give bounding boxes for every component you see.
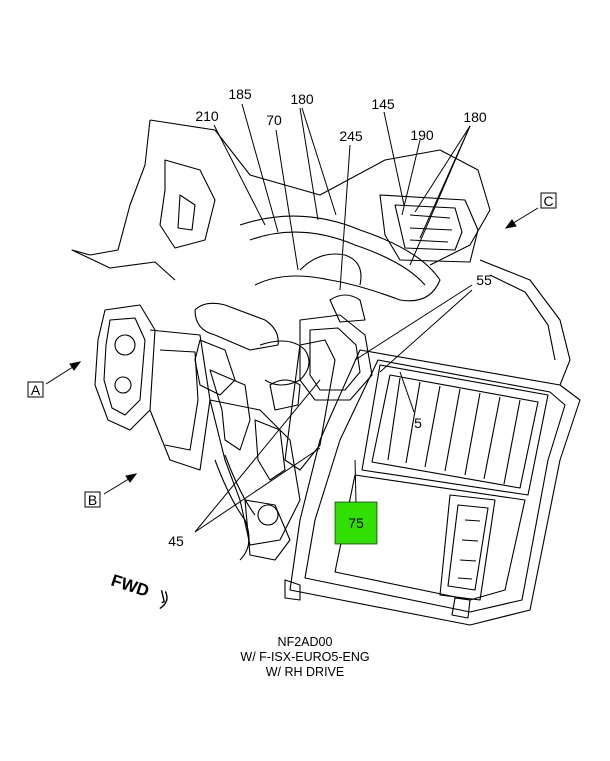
callout-210: 210 bbox=[195, 108, 219, 124]
callout-190: 190 bbox=[410, 127, 434, 143]
fwd-arrow-icon bbox=[159, 590, 168, 610]
highlight-box-75[interactable] bbox=[334, 501, 378, 545]
leader-180b-1 bbox=[414, 125, 471, 213]
view-label-c-box bbox=[540, 192, 557, 209]
callout-70: 70 bbox=[266, 112, 282, 128]
callout-75[interactable]: 75 bbox=[348, 515, 364, 531]
fwd-direction-label: FWD bbox=[109, 571, 152, 601]
callout-180-top: 180 bbox=[290, 91, 314, 107]
diagram-caption: NF2AD00 W/ F-ISX-EURO5-ENG W/ RH DRIVE bbox=[0, 635, 610, 680]
callout-5: 5 bbox=[414, 415, 422, 431]
leader-70 bbox=[275, 129, 299, 271]
leader-180a-1 bbox=[299, 107, 319, 221]
view-label-c: C bbox=[543, 193, 553, 209]
view-label-a-box bbox=[27, 381, 44, 398]
caption-line-1: NF2AD00 bbox=[277, 635, 333, 649]
leader-145 bbox=[383, 111, 405, 206]
leader-55-2 bbox=[379, 289, 473, 373]
caption-line-2: W/ F-ISX-EURO5-ENG bbox=[240, 650, 370, 664]
leader-55-1 bbox=[354, 284, 473, 361]
view-label-b: B bbox=[88, 492, 97, 508]
leader-180b-3 bbox=[409, 125, 471, 266]
view-arrows bbox=[45, 207, 539, 495]
callout-185: 185 bbox=[228, 86, 252, 102]
leader-180a-2 bbox=[301, 107, 337, 216]
leader-190 bbox=[401, 139, 421, 216]
leader-245 bbox=[339, 144, 351, 291]
view-label-a: A bbox=[31, 382, 41, 398]
engine-drawing bbox=[71, 119, 581, 626]
leader-210 bbox=[213, 124, 266, 226]
callout-180-right: 180 bbox=[463, 109, 487, 125]
leader-lines bbox=[194, 103, 473, 533]
callout-55: 55 bbox=[476, 272, 492, 288]
callout-45: 45 bbox=[168, 533, 184, 549]
leader-185 bbox=[241, 103, 279, 233]
callout-245: 245 bbox=[339, 128, 363, 144]
leader-45-2 bbox=[194, 447, 321, 533]
callout-145: 145 bbox=[371, 96, 395, 112]
leader-75 bbox=[354, 459, 357, 503]
leader-45-1 bbox=[194, 379, 321, 533]
leader-5 bbox=[399, 371, 415, 413]
caption-line-3: W/ RH DRIVE bbox=[265, 665, 345, 679]
view-label-b-box bbox=[84, 491, 101, 508]
